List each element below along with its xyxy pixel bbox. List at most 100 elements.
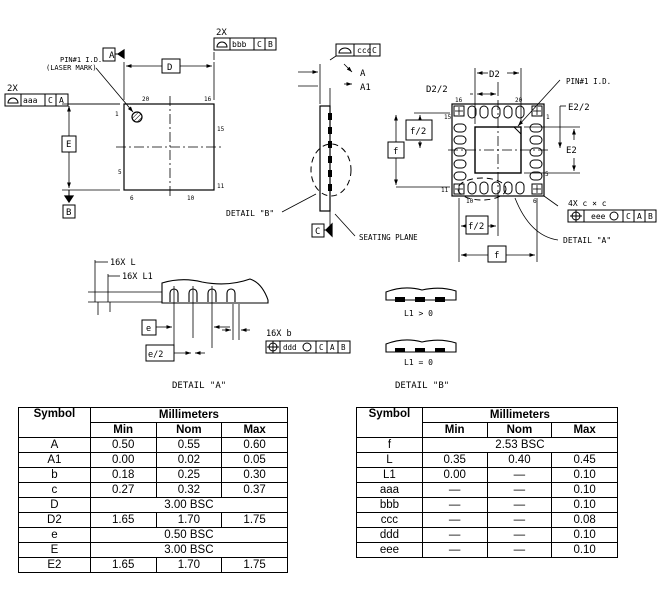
- detail-b-l1-eq0: L1 = 0: [404, 358, 433, 367]
- cell-symbol: f: [356, 437, 423, 453]
- tol-ddd-a: A: [330, 343, 335, 352]
- top-view-text: A D E B PIN#1 I.D. (LASER MARK) 2X bbb C…: [7, 28, 273, 218]
- dim-e2-half-label: E2/2: [568, 103, 590, 113]
- cell-symbol: L1: [356, 467, 423, 483]
- pin-1-top: 1: [115, 111, 119, 118]
- tol-eee: eee: [591, 212, 606, 221]
- datum-a-label: A: [109, 51, 115, 61]
- table-header-min: Min: [421, 422, 488, 438]
- cell-max: 1.75: [221, 557, 288, 573]
- detail-a: [88, 260, 351, 362]
- cell-symbol: e: [18, 527, 91, 543]
- cell-min: 0.27: [89, 482, 157, 498]
- cell-min: —: [421, 497, 488, 513]
- bottom-pin-1: 1: [546, 114, 550, 121]
- dim-a1-label: A1: [360, 83, 371, 93]
- cell-max: 0.10: [551, 467, 618, 483]
- tol-aaa-c: C: [48, 96, 53, 105]
- cell-symbol: A: [18, 437, 91, 453]
- tol-2x-left: 2X: [7, 84, 18, 94]
- tol-eee-c: C: [626, 212, 631, 221]
- detail-b: [385, 287, 457, 353]
- tol-aaa: aaa: [23, 96, 38, 105]
- cell-min: 1.65: [89, 557, 157, 573]
- cell-max: 0.10: [551, 542, 618, 558]
- side-view-text: ccc C A A1 DETAIL "B" C SEATING PLANE: [226, 46, 418, 242]
- cell-symbol: D2: [18, 512, 91, 528]
- tol-eee-b: B: [648, 212, 653, 221]
- table-header-symbol: Symbol: [356, 407, 423, 438]
- detail-b-l1-gt0: L1 > 0: [404, 309, 433, 318]
- cell-max: 0.10: [551, 527, 618, 543]
- cell-nom: —: [486, 527, 553, 543]
- cell-min: —: [421, 527, 488, 543]
- tol-eee-a: A: [637, 212, 642, 221]
- tol-ddd-b: B: [341, 343, 346, 352]
- dim-e-box: e: [146, 324, 151, 334]
- package-outline-drawing: A D E B PIN#1 I.D. (LASER MARK) 2X bbb C…: [4, 28, 657, 391]
- cell-nom: —: [486, 542, 553, 558]
- tol-bbb-c: C: [257, 40, 262, 49]
- table-header-max: Max: [221, 422, 288, 438]
- cell-max: 0.05: [221, 452, 288, 468]
- dim-a-label: A: [360, 69, 366, 79]
- table-row: ddd——0.10: [356, 527, 618, 543]
- cell-symbol: aaa: [356, 482, 423, 498]
- detail-a-package-profile: [161, 278, 269, 304]
- pin-20-top: 20: [142, 96, 150, 103]
- seating-plane-label: SEATING PLANE: [359, 233, 418, 242]
- detail-a-title: DETAIL "A": [172, 381, 226, 391]
- dim-d-label: D: [167, 63, 172, 73]
- cell-min: 1.65: [89, 512, 157, 528]
- table-row: eee——0.10: [356, 542, 618, 558]
- pin1-label-line2: (LASER MARK): [46, 64, 97, 72]
- dim-e-label: E: [66, 140, 71, 150]
- cell-symbol: D: [18, 497, 91, 513]
- cell-symbol: bbb: [356, 497, 423, 513]
- cell-symbol: ccc: [356, 512, 423, 528]
- dim-16x-b: 16X b: [266, 329, 292, 339]
- pin-15-top: 15: [217, 126, 225, 133]
- detail-a-text: 16X L 16X L1 e e/2 16X b ddd C A B DETAI…: [110, 258, 346, 391]
- table-row: ccc——0.08: [356, 512, 618, 528]
- cell-symbol: A1: [18, 452, 91, 468]
- cell-bsc-value: 2.53 BSC: [421, 437, 619, 453]
- tol-aaa-a: A: [59, 96, 64, 105]
- detail-b-callout: DETAIL "B": [226, 209, 274, 218]
- cell-symbol: E2: [18, 557, 91, 573]
- pin1-laser-mark: [131, 111, 143, 123]
- bottom-pin-10: 10: [466, 198, 474, 205]
- cell-nom: 1.70: [155, 512, 223, 528]
- table-header-nom: Nom: [155, 422, 223, 438]
- cell-nom: 0.55: [155, 437, 223, 453]
- cell-max: 0.45: [551, 452, 618, 468]
- table-header-millimeters: Millimeters: [89, 407, 289, 423]
- cell-max: 0.60: [221, 437, 288, 453]
- cell-nom: —: [486, 512, 553, 528]
- cell-max: 0.10: [551, 497, 618, 513]
- dim-f-left-label: f: [393, 147, 398, 157]
- bottom-pin-16: 16: [455, 97, 463, 104]
- cell-bsc-value: 3.00 BSC: [89, 497, 289, 513]
- cell-nom: —: [486, 467, 553, 483]
- cell-max: 0.08: [551, 512, 618, 528]
- cell-symbol: ddd: [356, 527, 423, 543]
- cell-max: 0.10: [551, 482, 618, 498]
- detail-b-text: L1 > 0 L1 = 0 DETAIL "B": [395, 309, 449, 391]
- bottom-view: [387, 68, 657, 263]
- tol-ccc: ccc: [357, 46, 372, 55]
- pin-5-top: 5: [118, 169, 122, 176]
- detail-b-profile-1: [385, 287, 457, 301]
- dim-d2-label: D2: [489, 70, 500, 80]
